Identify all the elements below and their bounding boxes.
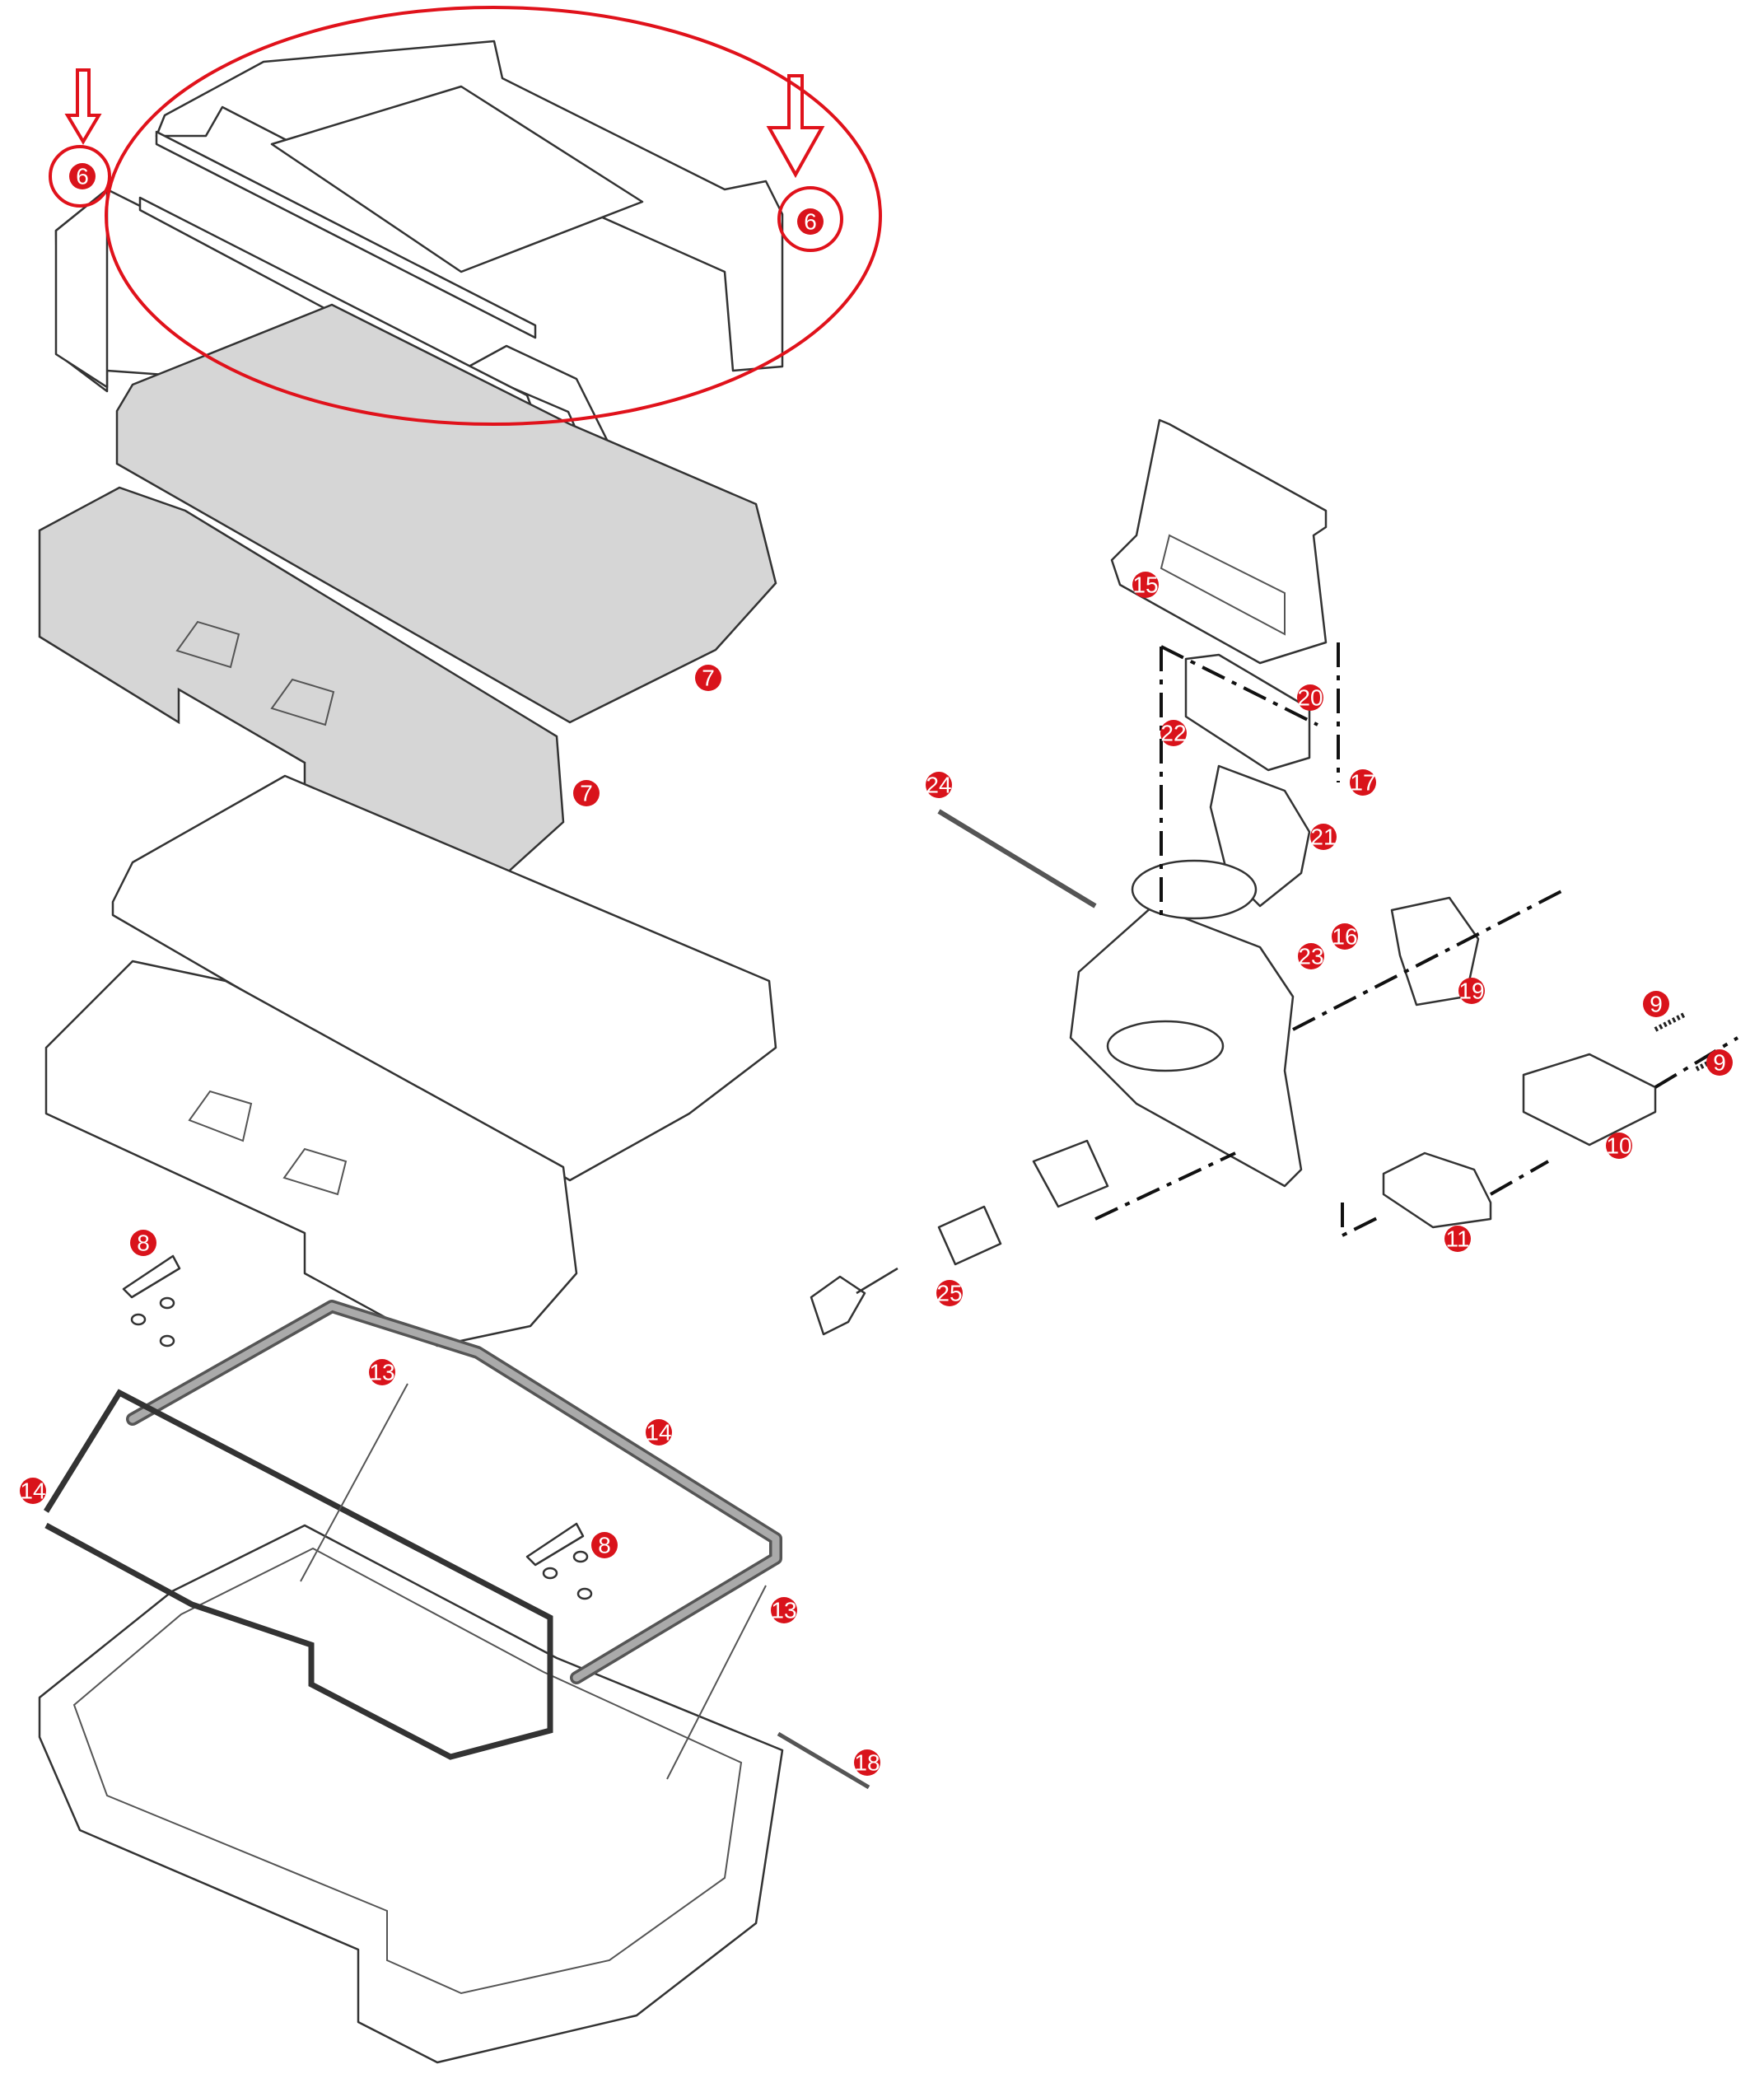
callout-15: 15 [1132, 572, 1159, 598]
callout-7: 7 [573, 780, 600, 806]
rod-part-18 [777, 1731, 870, 1790]
svg-text:13: 13 [369, 1360, 394, 1385]
callout-6: 6 [69, 163, 96, 189]
callout-8: 8 [591, 1532, 618, 1558]
callout-18: 18 [854, 1749, 880, 1776]
barrel-part-25 [1032, 1139, 1109, 1208]
svg-text:11: 11 [1445, 1226, 1469, 1252]
callout-9: 9 [1643, 991, 1669, 1017]
case-base-inner [72, 1547, 743, 1995]
arrow-down-icon [64, 68, 102, 145]
svg-text:15: 15 [1132, 572, 1158, 598]
callout-13: 13 [369, 1359, 395, 1385]
callout-19: 19 [1458, 978, 1485, 1004]
callout-22: 22 [1160, 720, 1187, 746]
highlight-annotation [49, 6, 882, 426]
svg-text:25: 25 [936, 1281, 962, 1306]
callout-24: 24 [926, 772, 952, 798]
cable-part-13-left [300, 1383, 408, 1582]
back-panel-part-7 [115, 303, 777, 724]
hinge-part-20 [1184, 653, 1311, 772]
svg-text:22: 22 [1160, 721, 1186, 746]
svg-text:8: 8 [137, 1231, 150, 1256]
svg-text:14: 14 [646, 1420, 671, 1445]
pin-part-24 [937, 809, 1097, 908]
panel-handle-recess [175, 620, 335, 726]
callout-13: 13 [771, 1597, 797, 1623]
arrow-down-icon [766, 74, 825, 179]
svg-text:14: 14 [20, 1478, 45, 1504]
callout-21: 21 [1310, 824, 1337, 850]
seal-part-14-back [126, 1300, 782, 1684]
callout-20: 20 [1297, 684, 1323, 711]
svg-text:16: 16 [1332, 924, 1357, 950]
callout-14: 14 [646, 1419, 672, 1445]
lid-outer [44, 960, 578, 1347]
handle-part-15 [1110, 418, 1328, 665]
svg-text:19: 19 [1458, 978, 1484, 1004]
callout-25: 25 [936, 1280, 963, 1306]
catch-part-11 [1382, 1151, 1492, 1229]
callout-17: 17 [1350, 769, 1376, 796]
callout-6: 6 [797, 208, 824, 235]
svg-text:13: 13 [771, 1598, 796, 1623]
case-base [38, 1524, 784, 2064]
svg-text:9: 9 [1713, 1050, 1726, 1076]
hinge-part-8-left [122, 1254, 181, 1347]
lid-handle-recess [188, 1090, 348, 1196]
callout-8: 8 [130, 1230, 156, 1256]
callout-7: 7 [695, 665, 721, 691]
svg-text:7: 7 [580, 781, 593, 806]
svg-text:6: 6 [804, 209, 817, 235]
slider-part-10 [1522, 1053, 1657, 1147]
callout-9: 9 [1706, 1049, 1733, 1076]
svg-text:18: 18 [854, 1750, 880, 1776]
svg-text:21: 21 [1310, 824, 1336, 850]
key-part-25 [810, 1267, 898, 1336]
svg-text:7: 7 [702, 666, 715, 691]
seal-part-14-front [44, 1389, 553, 1760]
svg-text:10: 10 [1606, 1133, 1631, 1159]
svg-text:20: 20 [1297, 685, 1323, 711]
lock-assembly [810, 418, 1727, 1336]
cable-part-13-right [666, 1585, 767, 1780]
svg-text:24: 24 [926, 773, 951, 798]
callout-11: 11 [1444, 1226, 1471, 1252]
callout-16: 16 [1332, 923, 1358, 950]
svg-text:8: 8 [598, 1533, 611, 1558]
svg-text:23: 23 [1298, 944, 1323, 969]
callout-14: 14 [20, 1478, 46, 1504]
callout-10: 10 [1606, 1133, 1632, 1159]
svg-text:9: 9 [1650, 992, 1663, 1017]
assembly-guide-lines [1094, 642, 1739, 1239]
svg-text:6: 6 [76, 164, 89, 189]
callout-23: 23 [1298, 943, 1324, 969]
svg-text:17: 17 [1350, 770, 1375, 796]
hinge-part-8-right [525, 1522, 593, 1600]
